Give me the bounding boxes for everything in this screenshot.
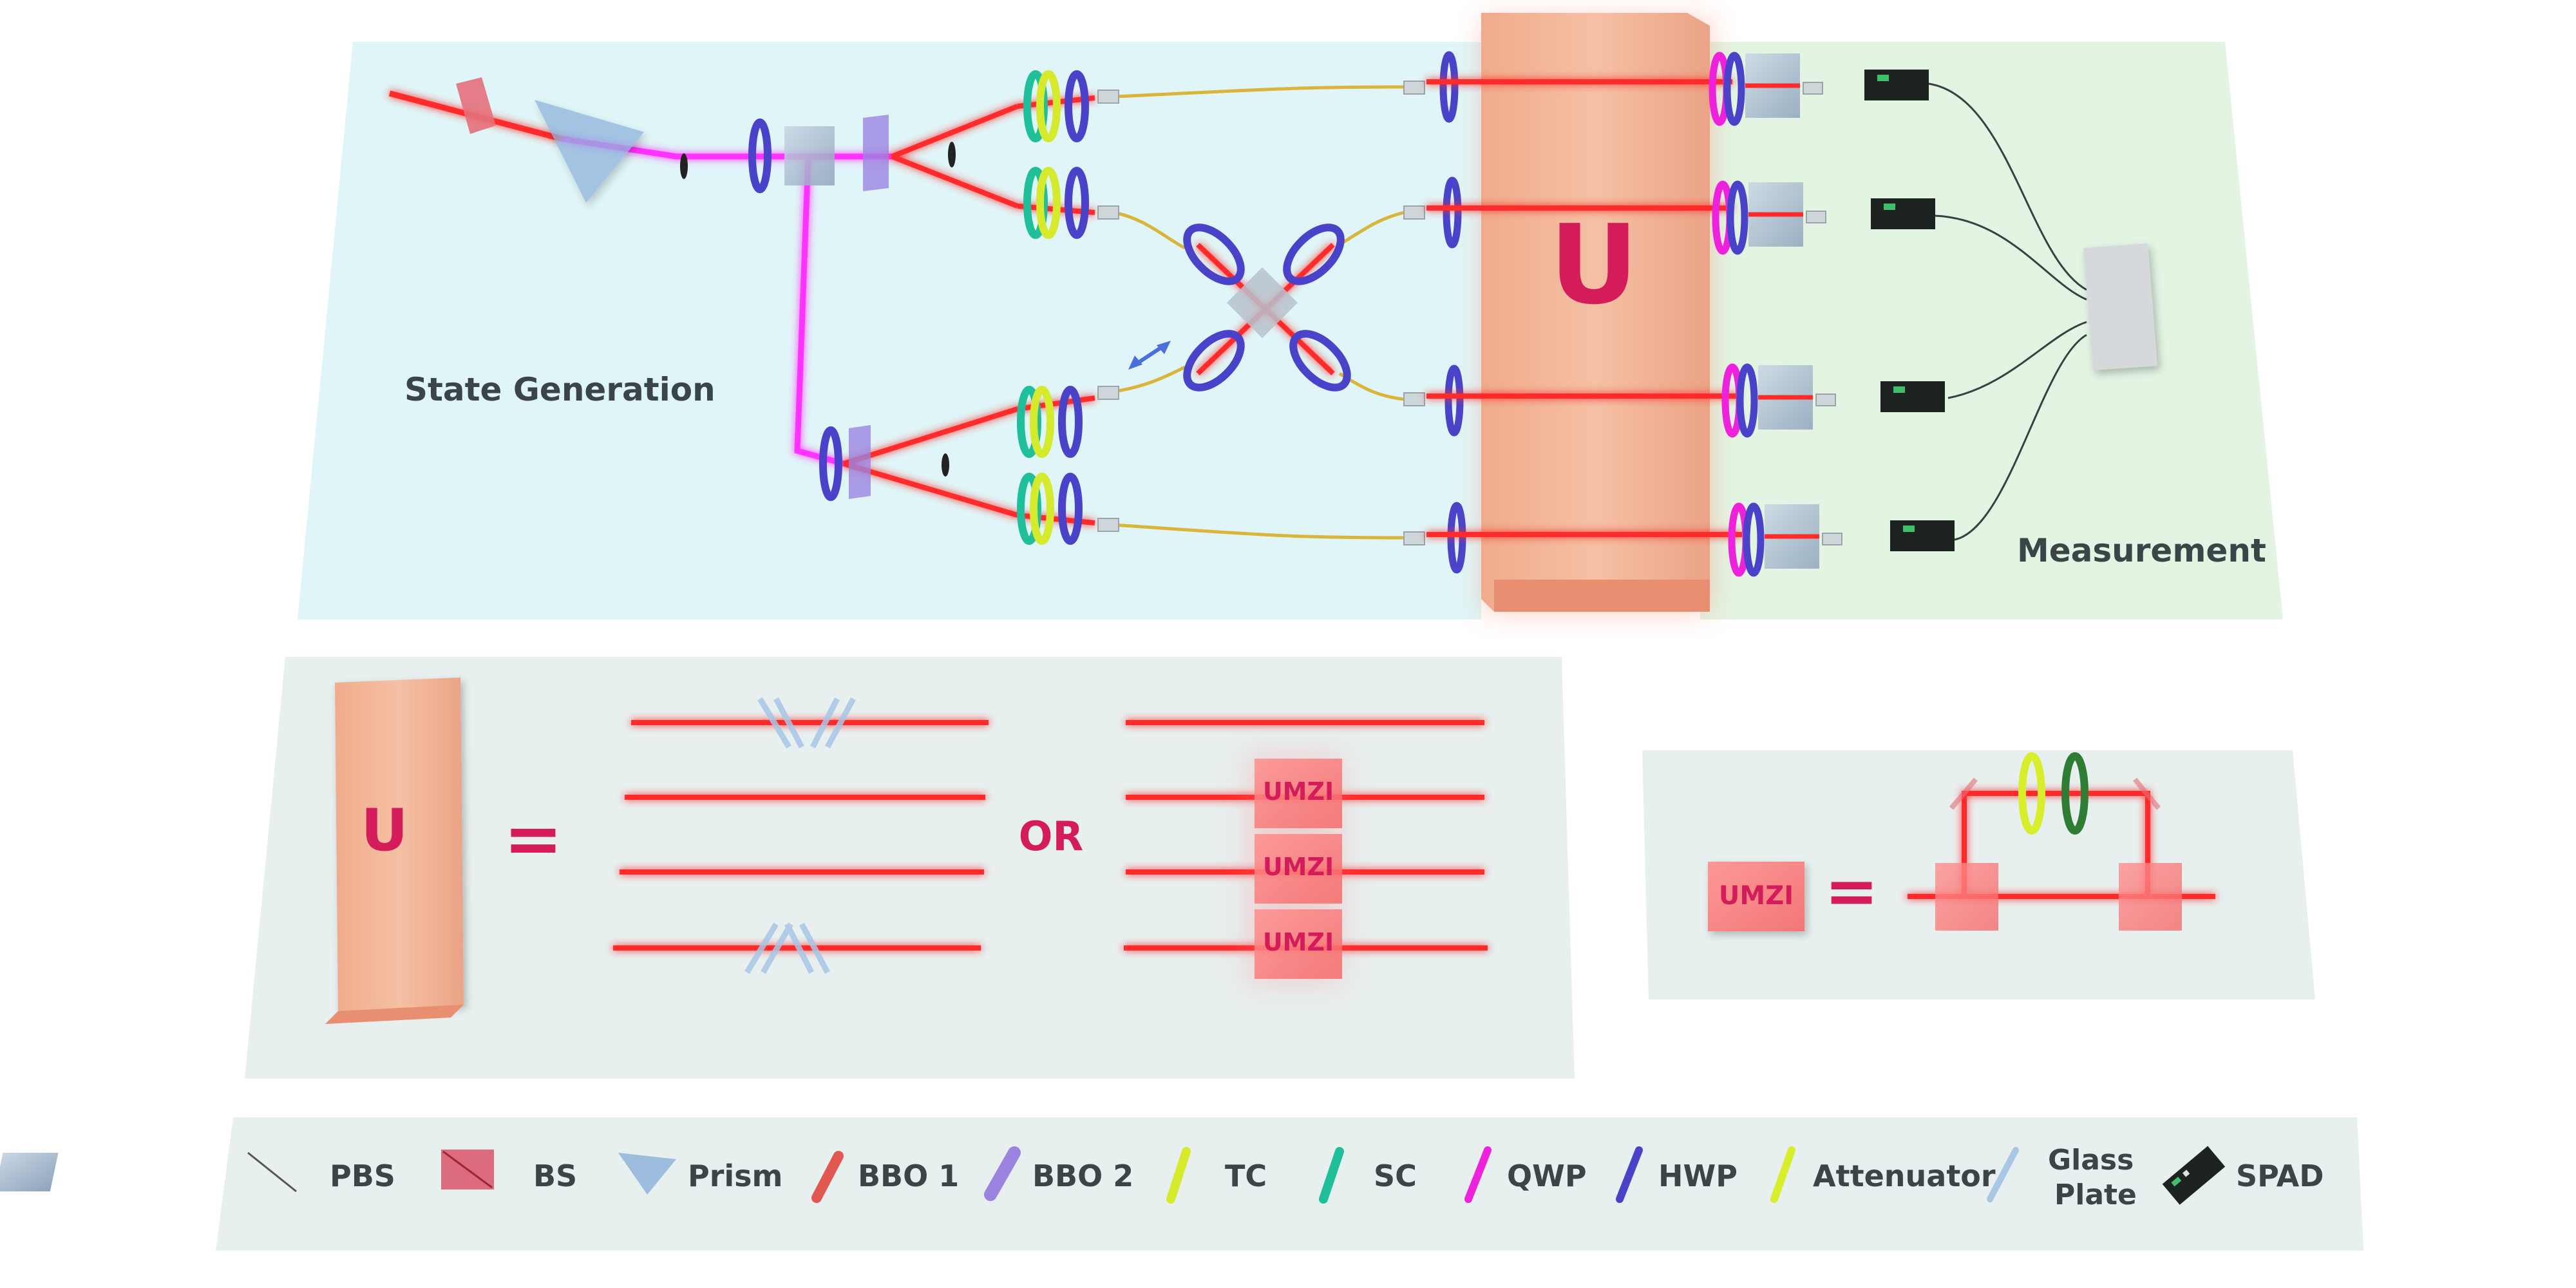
arm-compensators [1017,70,1089,545]
u-small-label: U [361,797,408,864]
equals-sign-2: = [1824,853,1879,929]
equals-sign-1: = [504,797,563,880]
central-bs [1128,223,1351,392]
pump-pbs [784,126,835,185]
legend-item-sc: SC [1319,1147,1417,1204]
svg-text:Plate: Plate [2054,1179,2137,1211]
legend-item-bs: BS [441,1150,577,1193]
or-label: OR [1019,813,1083,860]
state-generation-label: State Generation [404,371,715,408]
legend-item-glass-plate: Glass Plate [1987,1144,2137,1211]
legend-item-bbo2: BBO 2 [984,1146,1133,1201]
legend: PBS BS Prism BBO 1 BBO 2 TC [0,1117,2363,1251]
legend-item-attenuator: Attenuator [1770,1146,1996,1203]
svg-text:SPAD: SPAD [2236,1159,2324,1193]
umzi-attenuator [2018,752,2045,835]
umzi-stack [1255,759,1342,979]
svg-text:QWP: QWP [1507,1159,1587,1193]
svg-text:BS: BS [533,1159,577,1193]
legend-item-qwp: QWP [1464,1146,1587,1203]
u-decomposition-panel: U = OR [245,657,1575,1079]
signal-wires [1928,82,2087,541]
spad-icon [2162,1146,2226,1205]
input-bs [456,77,496,134]
pump-lens [680,153,688,179]
sc-icon [1319,1147,1344,1204]
glass-plate-icon [1987,1147,2019,1202]
umzi-block [1708,862,1804,931]
prism [535,100,644,203]
umzi-mirror-right [2132,777,2161,810]
measurement-label: Measurement [2017,532,2266,569]
umzi-def-label: UMZI [1719,881,1794,911]
legend-item-prism: Prism [618,1153,782,1195]
umzi-label-2: UMZI [1263,853,1334,881]
svg-text:SC: SC [1374,1159,1417,1193]
u-label: U [1549,202,1638,329]
umzi-bs-right [2119,863,2182,931]
svg-text:BBO 1: BBO 1 [858,1159,959,1193]
coincidence-counter [2083,243,2157,370]
measurement-modules [1709,52,1955,577]
pump-hwp-bottom [819,426,842,501]
lens-bottom [942,453,949,477]
lens-top [948,142,956,167]
bbo2-top [863,115,889,191]
prism-icon [618,1153,676,1195]
main-setup: U [298,13,2283,620]
umzi-label-3: UMZI [1263,928,1334,956]
measurement-panel [1700,42,2283,620]
svg-text:Attenuator: Attenuator [1813,1159,1996,1193]
legend-item-hwp: HWP [1616,1146,1738,1203]
tc-icon [1166,1147,1191,1204]
umzi-mirror-left [1949,777,1978,810]
attenuator-icon [1770,1146,1795,1203]
pump-hwp [748,118,772,193]
umzi-definition-panel: UMZI = [1642,750,2315,999]
svg-text:Glass: Glass [2048,1144,2134,1177]
legend-item-pbs: PBS [0,1151,395,1193]
fibers [1113,85,1405,540]
glass-plates [744,697,856,974]
umzi-bs-left [1935,863,1998,931]
u-block [1481,13,1710,612]
legend-item-bbo1: BBO 1 [811,1151,959,1203]
legend-item-spad: SPAD [2162,1146,2324,1205]
pbs-icon [0,1153,59,1191]
svg-text:PBS: PBS [330,1159,395,1193]
u-block-small [335,677,464,1011]
svg-text:HWP: HWP [1658,1159,1738,1193]
umzi-phase-plate [2061,752,2088,835]
bbo2-icon [984,1146,1021,1201]
svg-text:TC: TC [1225,1159,1267,1193]
svg-text:Prism: Prism [688,1159,782,1193]
bbo1-icon [811,1151,844,1203]
bbo2-bottom [849,425,871,499]
hwp-icon [1616,1146,1643,1203]
svg-text:BBO 2: BBO 2 [1032,1159,1133,1193]
legend-item-tc: TC [1166,1147,1267,1204]
qwp-icon [1464,1146,1492,1203]
umzi-label-1: UMZI [1263,777,1334,806]
